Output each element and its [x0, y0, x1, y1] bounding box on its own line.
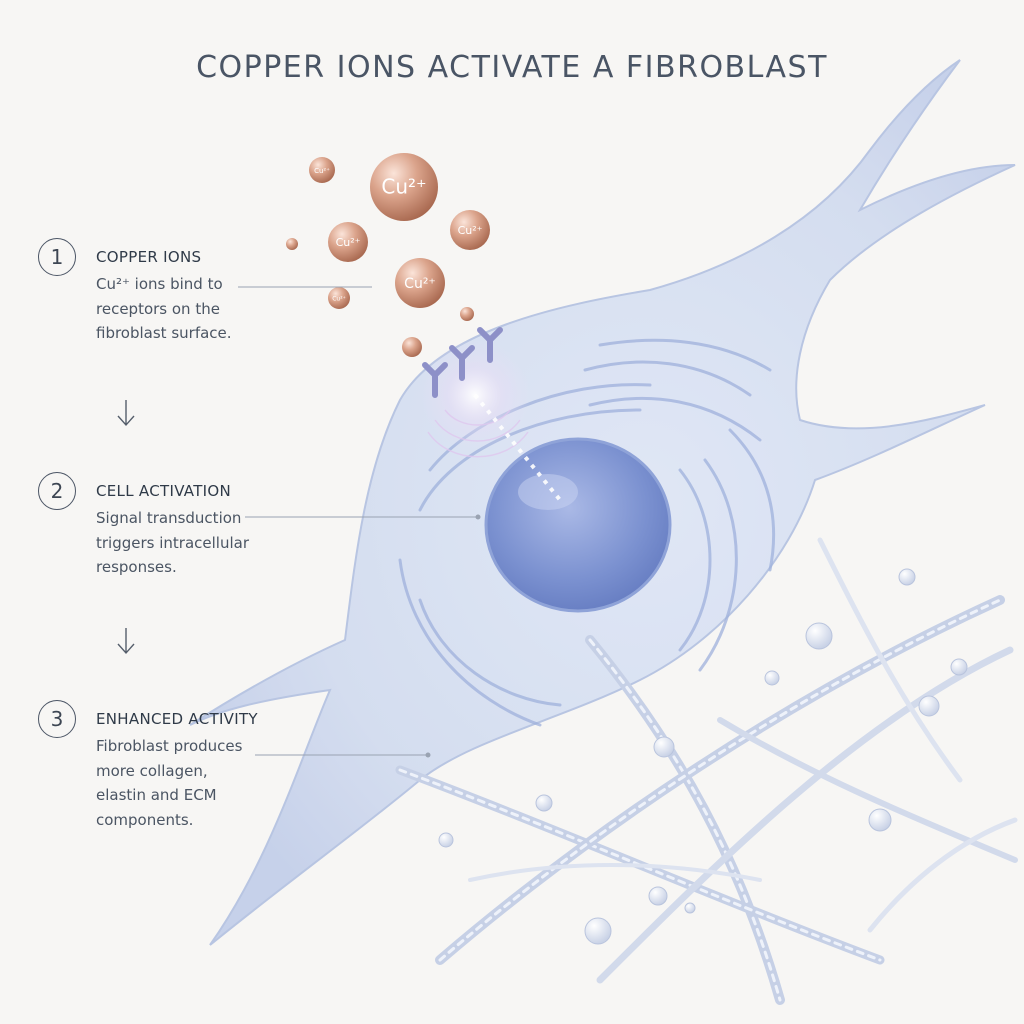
ion-label: Cu²⁺	[381, 175, 426, 199]
step-description: Cu²⁺ ions bind to receptors on the fibro…	[96, 272, 232, 346]
step-number-3: 3	[38, 700, 76, 738]
copper-ion	[328, 222, 368, 262]
step-description-line: triggers intracellular	[96, 533, 249, 552]
step-description-line: Signal transduction	[96, 509, 242, 527]
step-description: Fibroblast produces more collagen, elast…	[96, 734, 242, 832]
ion-label: Cu²⁺	[458, 224, 483, 237]
step-description-line: Fibroblast produces	[96, 737, 243, 755]
step-description-line: more collagen,	[96, 761, 208, 780]
step-heading: COPPER IONS	[96, 248, 202, 266]
copper-ion	[309, 157, 335, 183]
copper-ion	[370, 153, 438, 221]
copper-ion	[460, 307, 474, 321]
step-number-1: 1	[38, 238, 76, 276]
ion-label: Cu²⁺	[332, 296, 346, 303]
step-heading: CELL ACTIVATION	[96, 482, 232, 500]
copper-ion	[402, 337, 422, 357]
ion-label: Cu²⁺	[336, 236, 361, 249]
signal-path	[473, 393, 562, 502]
step-heading: ENHANCED ACTIVITY	[96, 710, 258, 728]
step-description: Signal transduction triggers intracellul…	[96, 506, 249, 580]
leader-lines	[238, 286, 481, 758]
step-description-line: responses.	[96, 558, 177, 576]
copper-ion	[286, 238, 298, 250]
bubbles	[438, 568, 968, 945]
step-description-line: Cu²⁺ ions bind to	[96, 275, 223, 293]
copper-ions	[286, 153, 490, 357]
step-number-2: 2	[38, 472, 76, 510]
copper-ion-labels: Cu²⁺ Cu²⁺ Cu²⁺ Cu²⁺ Cu²⁺ Cu²⁺	[314, 167, 483, 303]
step-description-line: elastin and ECM	[96, 786, 217, 804]
step-description-line: receptors on the	[96, 299, 220, 318]
step-description-line: components.	[96, 810, 194, 829]
ion-label: Cu²⁺	[314, 167, 330, 175]
nucleus	[484, 437, 672, 613]
collagen-fibers	[395, 537, 1018, 1005]
copper-ion	[450, 210, 490, 250]
copper-ion	[395, 258, 445, 308]
down-arrow-icon	[117, 400, 135, 427]
ion-label: Cu²⁺	[404, 276, 436, 292]
receptor-icons	[422, 327, 503, 398]
page-title: COPPER IONS ACTIVATE A FIBROBLAST	[196, 50, 828, 85]
copper-ion	[328, 287, 350, 309]
organelle-swirls	[398, 338, 776, 727]
down-arrow-icon	[117, 628, 135, 655]
step-description-line: fibroblast surface.	[96, 324, 232, 342]
